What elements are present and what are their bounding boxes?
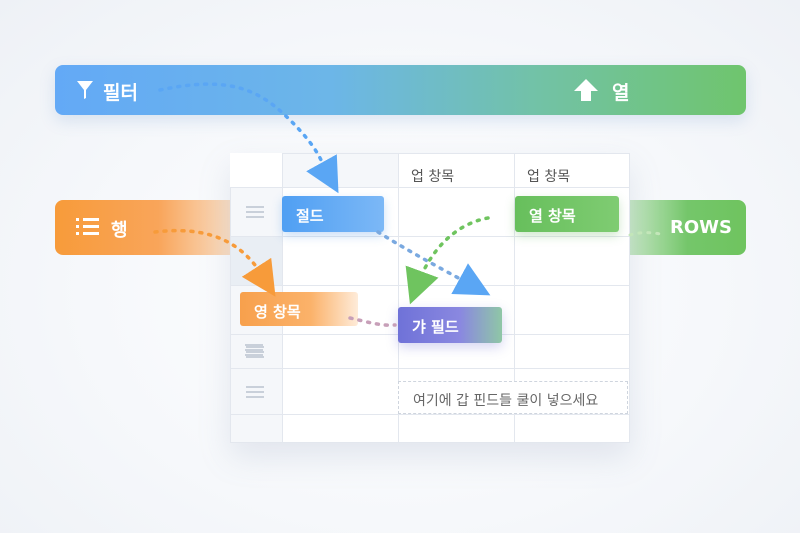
drop-zone[interactable]: 여기에 갑 핀드들 쿨이 넣으세요 [398, 381, 628, 414]
column-header[interactable]: 업 창목 [514, 153, 630, 188]
grid-cell [514, 414, 630, 443]
arrow-filter-to-chip [158, 82, 339, 194]
arrow-right-bar-tail [628, 231, 662, 237]
filter-column-bar: 필터 열 [55, 65, 746, 115]
arrow-rows-to-chip [153, 228, 276, 297]
field-chip-blue[interactable]: 절드 [282, 196, 384, 232]
field-chip-green[interactable]: 열 창목 [515, 196, 619, 232]
row-handle-cell[interactable] [230, 368, 283, 415]
arrow-orange-to-purple [348, 316, 397, 327]
grid-cell [282, 236, 399, 286]
column-header[interactable]: 업 창목 [398, 153, 515, 188]
arrow-blue-to-cell [376, 230, 491, 296]
drag-handle-icon[interactable] [246, 346, 264, 358]
list-icon[interactable] [75, 216, 101, 238]
grid-cell [282, 414, 399, 443]
grid-cell [398, 414, 515, 443]
grid-cell [282, 368, 399, 415]
grid-cell [398, 187, 515, 237]
drag-handle-icon[interactable] [246, 386, 264, 398]
field-chip-orange[interactable]: 영 창목 [240, 292, 358, 326]
field-chip-purple[interactable]: 갸 필드 [398, 307, 502, 343]
drag-handle-icon[interactable] [246, 206, 264, 218]
arrow-green-to-cell [405, 216, 490, 305]
rows-label-en[interactable]: ROWS [670, 217, 732, 238]
rows-label[interactable]: 행 [111, 220, 128, 241]
arrow-up-icon[interactable] [572, 77, 600, 103]
filter-icon[interactable] [75, 78, 95, 102]
grid-cell [514, 285, 630, 335]
grid-cell [514, 236, 630, 286]
drag-handle-icon[interactable] [245, 344, 263, 356]
column-label[interactable]: 열 [612, 82, 630, 104]
filter-label[interactable]: 필터 [103, 82, 138, 104]
